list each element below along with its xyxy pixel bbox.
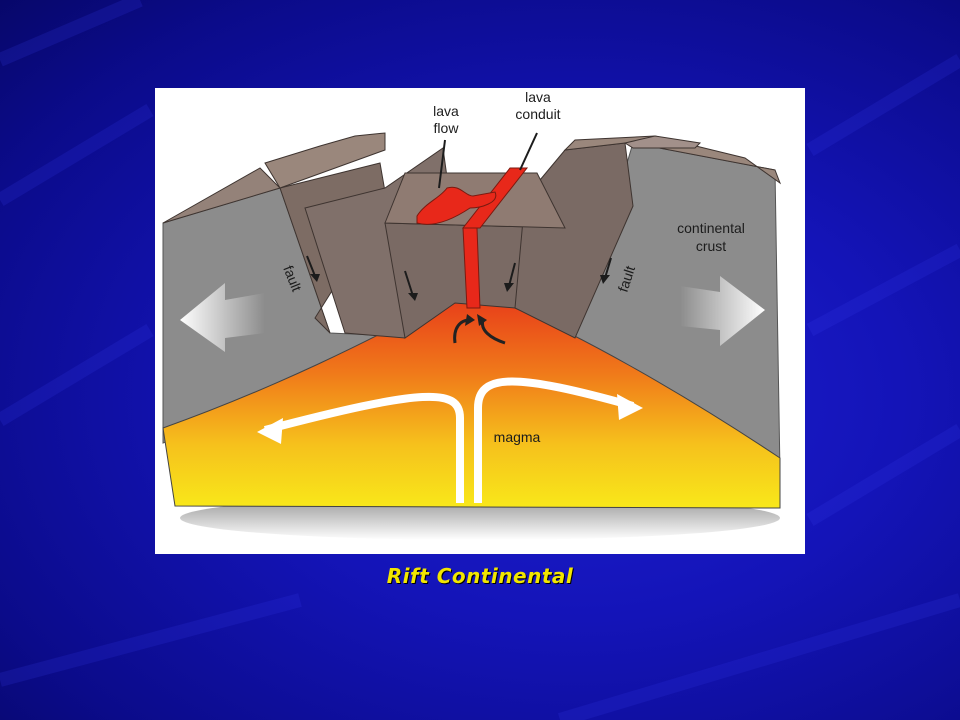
magma-rise-arrowhead-right: [477, 314, 487, 326]
label-fault-right: fault: [615, 264, 638, 294]
extension-arrow-right: [680, 276, 765, 346]
fault-slip-arrowheads: [310, 274, 610, 301]
fault-slip-arrows: [306, 255, 612, 297]
convection-arrowhead-left: [257, 418, 283, 444]
magma-rise-arrowhead-left: [465, 314, 475, 326]
lava-flow: [416, 186, 497, 225]
top-surface-left-2: [264, 132, 386, 189]
rift-diagram: lava flow lava conduit continental crust…: [155, 88, 805, 554]
label-magma: magma: [494, 429, 541, 445]
label-lava-flow-line1: lava: [433, 103, 459, 119]
label-continental-line2: crust: [696, 238, 726, 254]
label-continental-line1: continental: [677, 220, 745, 236]
lava-flow-leader: [438, 139, 446, 189]
rift-diagram-svg: lava flow lava conduit continental crust…: [162, 89, 782, 540]
lava-conduit-leader: [519, 132, 538, 171]
label-lava-conduit-line2: conduit: [515, 106, 560, 122]
convection-arrowhead-right: [617, 394, 643, 420]
label-lava-conduit-line1: lava: [525, 89, 551, 105]
scarp-right: [623, 135, 702, 149]
label-lava-flow-line2: flow: [434, 120, 460, 136]
slide-caption: Rift Continental: [386, 564, 574, 588]
top-surface-left: [162, 167, 281, 224]
convection-arrow-left: [263, 392, 464, 503]
convection-arrow-right: [474, 377, 635, 503]
extension-arrow-left: [180, 283, 265, 352]
